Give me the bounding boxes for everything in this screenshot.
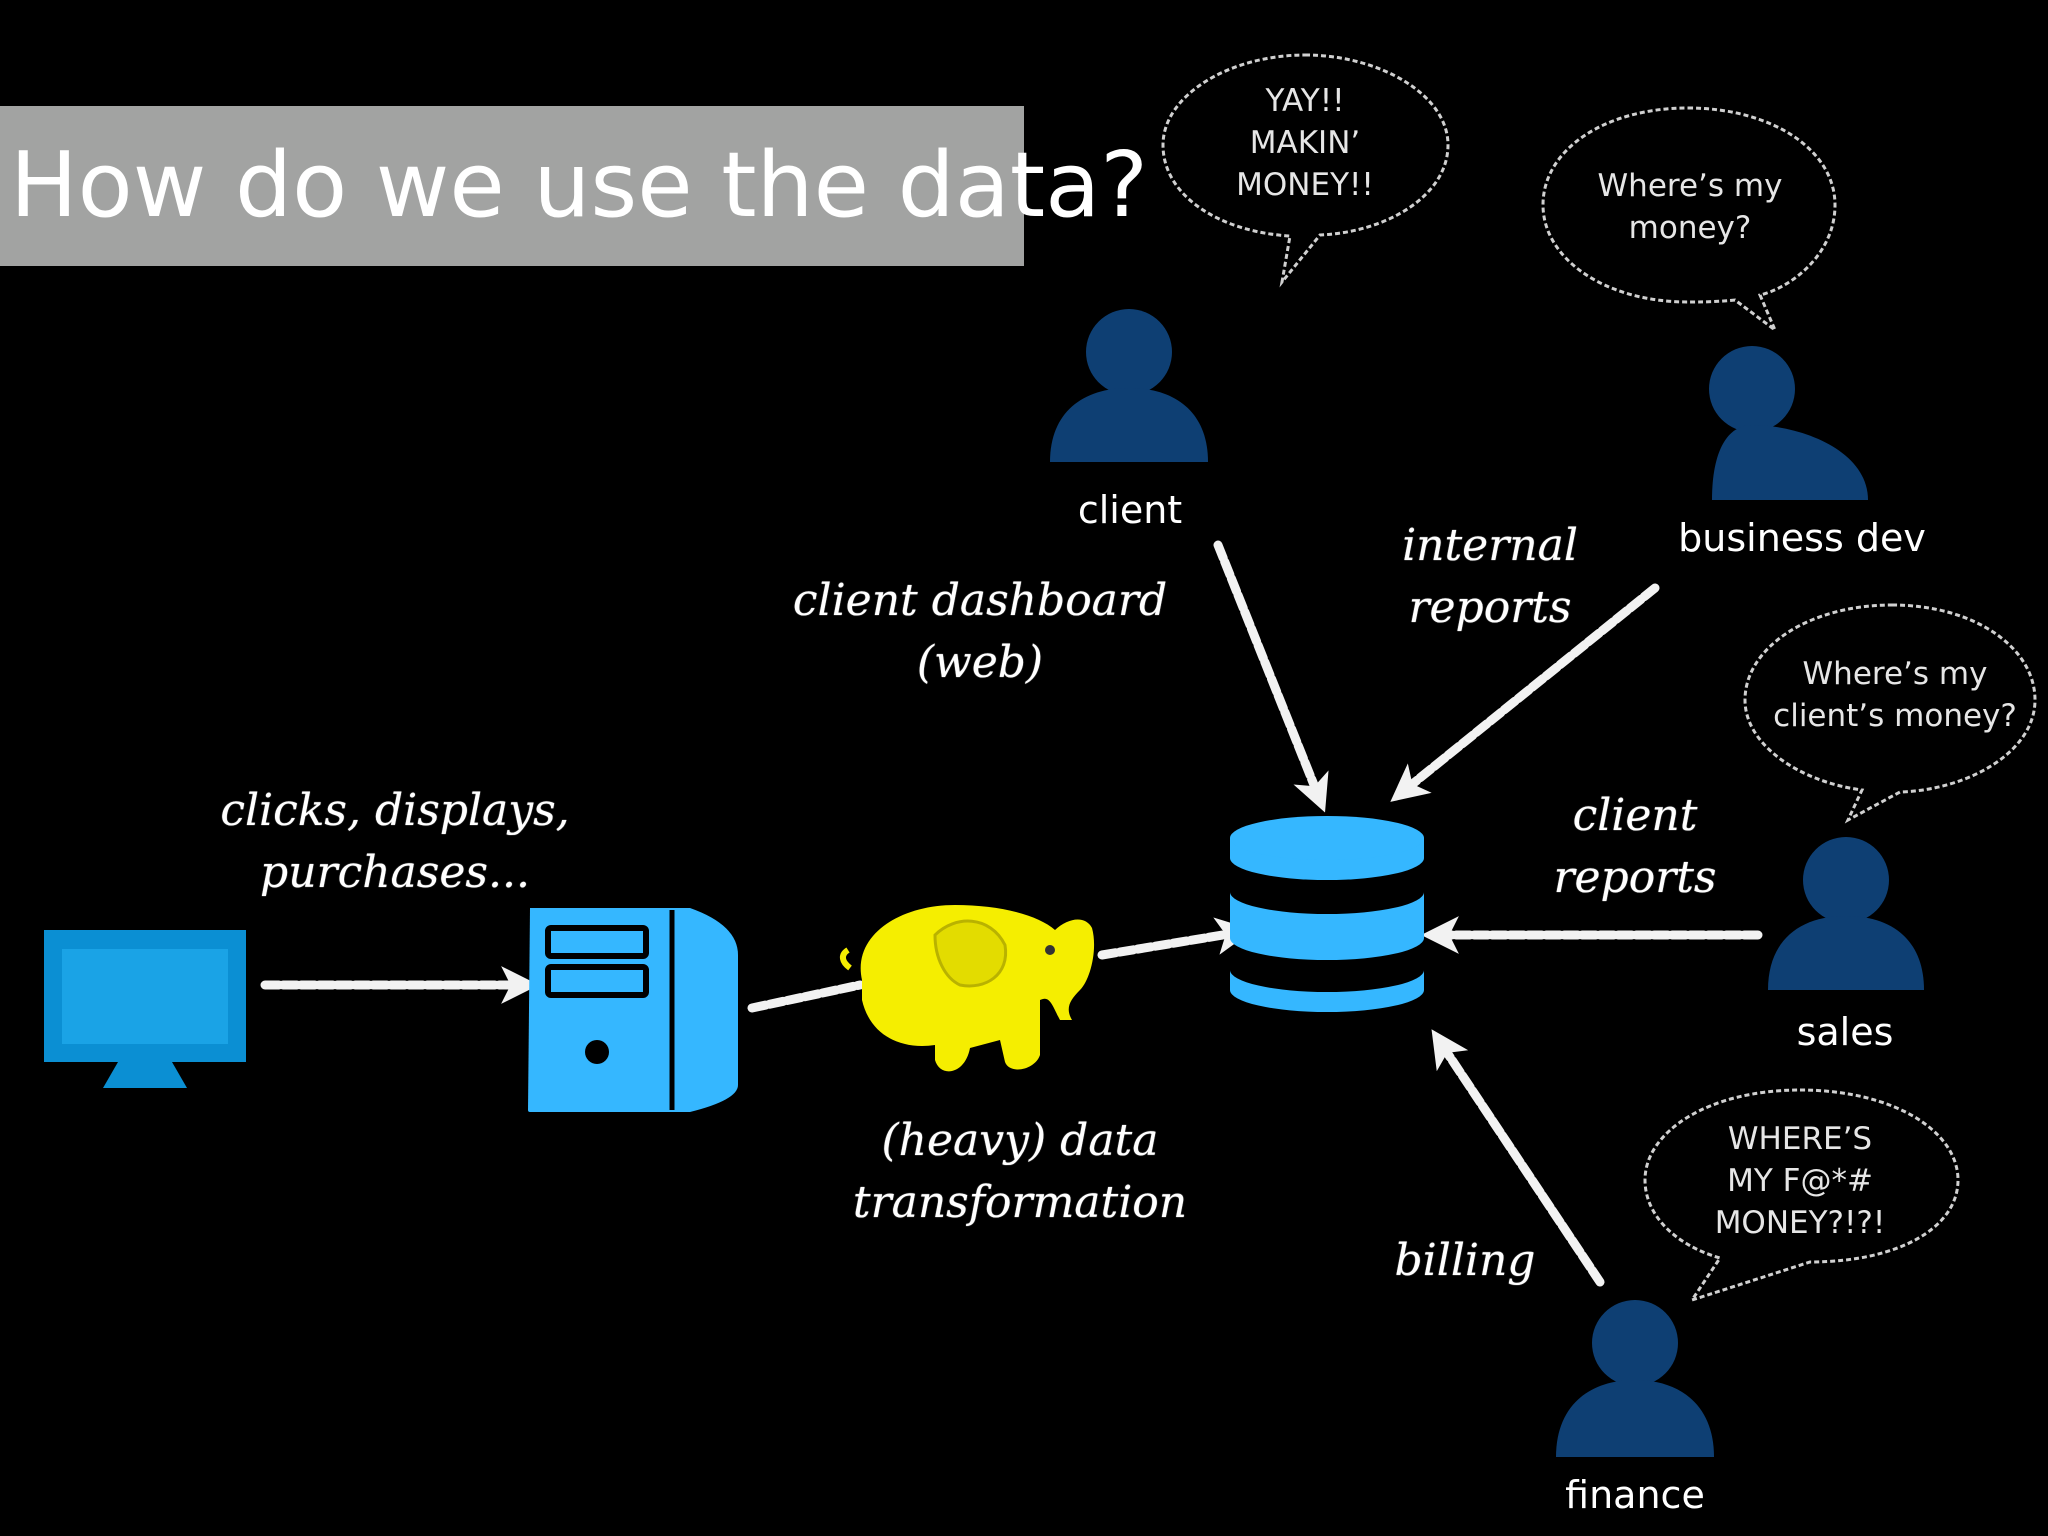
arrow-elephant-to-database	[1097, 917, 1254, 960]
person-icon-business-dev	[1709, 346, 1868, 500]
title-bar: How do we use the data?	[0, 106, 1148, 266]
bubble-text-business-dev: Where’s my money?	[1597, 168, 1783, 246]
person-label-client: client	[1077, 488, 1183, 532]
bubble-text-finance: WHERE’S MY F@*# MONEY?!?!	[1714, 1121, 1886, 1241]
finance-speech-bubble	[1643, 1088, 1960, 1303]
monitor-icon	[44, 930, 246, 1088]
label-client-dashboard: client dashboard (web)	[792, 575, 1168, 688]
label-billing: billing	[1394, 1235, 1536, 1286]
hadoop-elephant-icon	[840, 905, 1095, 1072]
arrow-finance-to-database	[1431, 1029, 1605, 1287]
person-label-finance: finance	[1565, 1473, 1705, 1517]
label-clicks-displays-purchases: clicks, displays, purchases...	[220, 785, 570, 898]
label-data-transformation: (heavy) data transformation	[852, 1115, 1188, 1228]
bubble-text-sales: Where’s my client’s money?	[1773, 656, 2017, 734]
business-dev-speech-bubble	[1541, 106, 1837, 335]
server-icon	[528, 908, 738, 1112]
person-label-sales: sales	[1796, 1010, 1894, 1054]
arrow-server-to-elephant	[747, 980, 865, 1013]
arrow-client-to-database	[1213, 540, 1329, 813]
label-internal-reports: internal reports	[1402, 520, 1578, 633]
person-icon-sales	[1768, 837, 1924, 990]
arrow-business-dev-to-database	[1390, 583, 1660, 802]
flow-arrows	[260, 540, 1763, 1287]
bubble-text-client: YAY!! MAKIN’ MONEY!!	[1236, 83, 1374, 203]
label-client-reports: client reports	[1553, 790, 1717, 903]
person-icon-client	[1050, 309, 1208, 462]
client-speech-bubble	[1161, 53, 1450, 288]
sales-speech-bubble	[1743, 603, 2037, 824]
person-label-business-dev: business dev	[1678, 516, 1926, 560]
database-icon	[1230, 816, 1424, 1012]
person-icon-finance	[1556, 1300, 1714, 1457]
page-title: How do we use the data?	[10, 133, 1149, 238]
